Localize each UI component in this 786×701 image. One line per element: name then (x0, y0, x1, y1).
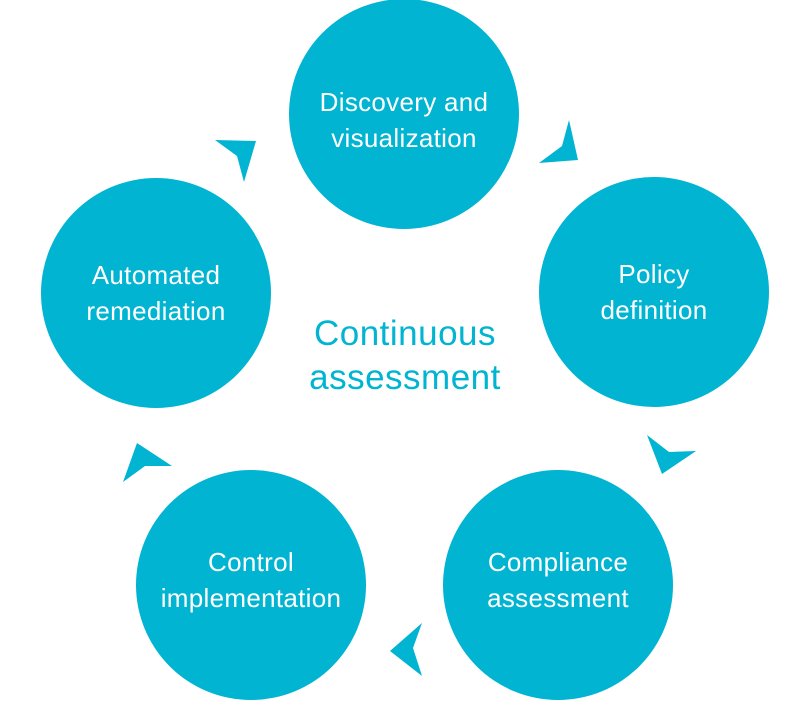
node-label: Automated remediation (86, 260, 226, 326)
arrowhead-icon-discovery-to-policy (539, 120, 578, 163)
node-label: Control implementation (160, 547, 342, 613)
node-label: Policy definition (600, 259, 708, 325)
arrowhead-icon-policy-to-compliance (647, 435, 696, 474)
node-automated-remediation: Automated remediation (41, 178, 271, 408)
node-discovery-and-visualization: Discovery and visualization (289, 0, 519, 229)
node-label: Discovery and visualization (319, 87, 489, 153)
arrowhead-icon-control-to-remediation (123, 443, 172, 482)
node-control-implementation: Control implementation (136, 470, 366, 700)
center-label: Continuous assessment (309, 314, 501, 397)
node-compliance-assessment: Compliance assessment (443, 470, 673, 700)
node-label: Compliance assessment (487, 547, 629, 613)
node-policy-definition: Policy definition (539, 177, 769, 407)
arrowhead-icon-remediation-to-discovery (215, 140, 256, 182)
arrowhead-icon-compliance-to-control (390, 623, 422, 676)
